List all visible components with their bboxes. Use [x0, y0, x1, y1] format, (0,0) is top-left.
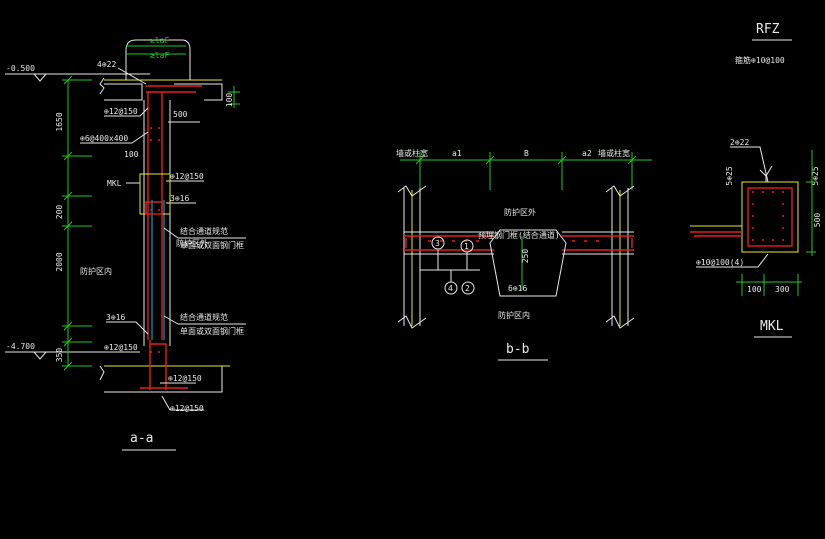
bar-1-text: ⊕12@150	[104, 107, 138, 116]
dim-300-text: 300	[775, 285, 790, 294]
dim-200-text: 200	[55, 205, 64, 220]
beam-rebar-right	[562, 235, 634, 251]
right-wall	[605, 185, 635, 329]
dim-500-text: 500	[173, 110, 188, 119]
mkl-rebar-box	[145, 201, 163, 215]
elevation-mark-bottom	[5, 351, 140, 360]
beam-section-outline	[741, 181, 799, 253]
marker-1-text: 1	[464, 242, 469, 251]
lap-bar-hook	[125, 39, 191, 80]
tie-leader	[80, 131, 149, 144]
wall-outline	[143, 100, 171, 346]
beam-rebar-left	[404, 235, 494, 251]
door-2-leader	[163, 315, 246, 325]
dim-100-text: 100	[747, 285, 762, 294]
dim-100-text: 100	[124, 150, 139, 159]
wall-thick-right-text: 墙或柱宽	[598, 148, 630, 158]
door-2-line1: 结合通道规范	[180, 312, 228, 322]
section-a-title: a-a	[130, 431, 153, 446]
top-dimension-ticks	[415, 155, 637, 165]
wall-thick-left-text: 墙或柱宽	[396, 148, 428, 158]
bar-7-leader	[161, 395, 204, 411]
dim-350-text: 350	[55, 348, 64, 363]
dim-100-right-line	[228, 86, 240, 108]
top-bar-leader	[117, 67, 147, 85]
door-1-line1: 结合通道规范	[180, 226, 228, 236]
side-bar-1-text: 5⊕25	[725, 166, 734, 185]
door-label-text: 预埋钢门框(结合通道)	[478, 230, 560, 240]
stirrup-2-leader	[696, 253, 769, 268]
bottom-dims	[736, 274, 802, 296]
bar-6-text: ⊕12@150	[168, 374, 202, 383]
door-frame-octagon	[489, 229, 567, 297]
dim-1650-text: 1650	[55, 112, 64, 131]
top-bar-text: 2⊕22	[730, 138, 749, 147]
bar-5-text: ⊕12@150	[104, 343, 138, 352]
zone-outside-b-text: 防护区外	[504, 207, 536, 217]
mkl-title: MKL	[760, 319, 784, 334]
lap-top-text: ≥laF	[150, 36, 169, 45]
beam-rebar-dots	[752, 191, 784, 241]
elevation-top-text: -0.500	[6, 64, 35, 73]
marker-4-text: 4	[448, 284, 453, 293]
top-dimension-line	[400, 152, 652, 190]
door-1-line2: 单面或双面钢门框	[180, 240, 244, 250]
bar-7-text: ⊕12@150	[170, 404, 204, 413]
dim-a2-text: a2	[582, 149, 592, 158]
dim-2000-text: 2000	[55, 252, 64, 271]
bar-3-text: 3⊕16	[170, 194, 189, 203]
slab-outline	[99, 77, 223, 101]
elevation-bottom-text: -4.700	[6, 342, 35, 351]
marker-3-circle	[431, 236, 445, 250]
marker-2-circle	[461, 281, 475, 295]
stirrup-2-text: ⊕10@100(4)	[696, 258, 744, 267]
door-1-leader	[163, 227, 246, 239]
zone-inside-text: 防护区内	[80, 266, 112, 276]
bar-1-leader	[104, 107, 149, 117]
door-2-line2: 单面或双面钢门框	[180, 326, 244, 336]
section-b-title: b-b	[506, 342, 530, 357]
mkl-label-text: MKL	[107, 179, 122, 188]
marker-leaders	[420, 250, 480, 282]
zone-inside-b-text: 防护区内	[498, 310, 530, 320]
rfz-mkl-detail: RFZ 箍筋⊕10@100 2⊕22 5⊕25 5⊕25 500 ⊕10@100…	[690, 22, 822, 338]
rfz-stirrup-text: 箍筋⊕10@100	[735, 55, 785, 65]
top-bar-text: 4⊕22	[97, 60, 116, 69]
left-wall	[397, 185, 427, 329]
dim-250-text: 250	[521, 249, 530, 264]
wall-centerline	[151, 200, 165, 340]
dim-100-right-text: 100	[225, 93, 234, 108]
bar-6a16-text: 6⊕16	[508, 284, 527, 293]
wall-centerlines	[411, 190, 621, 326]
dim-B-text: B	[524, 149, 529, 158]
dim-500-text: 500	[813, 213, 822, 228]
tie-text: ⊕6@400x400	[80, 134, 128, 143]
rebar-dots	[150, 127, 160, 353]
lap-bottom-text: ≥laF	[150, 51, 169, 60]
section-a-a: -0.500 -4.700 1650 200 2000 350 ≥laF ≥la…	[5, 36, 246, 451]
top-bar-leader	[730, 146, 769, 183]
slab-rebar	[690, 231, 742, 237]
rebar-top	[140, 85, 202, 390]
bar-4-leader	[106, 321, 149, 335]
lap-dim-lines	[126, 45, 186, 55]
marker-3-text: 3	[435, 239, 440, 248]
section-b-b: 墙或柱宽 a1 B a2 墙或柱宽 250 6⊕16 防护区外 预埋钢门框(结合…	[396, 148, 652, 361]
side-bar-2-text: 5⊕25	[811, 166, 820, 185]
dim-a1-text: a1	[452, 149, 462, 158]
vertical-dimension-chain	[62, 75, 92, 371]
zone-outside-text: 防护区外	[176, 238, 208, 248]
rfz-title: RFZ	[756, 22, 780, 37]
beam-stirrup	[747, 187, 793, 247]
bar-2-text: ⊕12@150	[170, 172, 204, 181]
bar-4-text: 3⊕16	[106, 313, 125, 322]
marker-2-text: 2	[465, 284, 470, 293]
right-vertical-dim	[806, 150, 816, 256]
beam-outline	[404, 231, 634, 255]
